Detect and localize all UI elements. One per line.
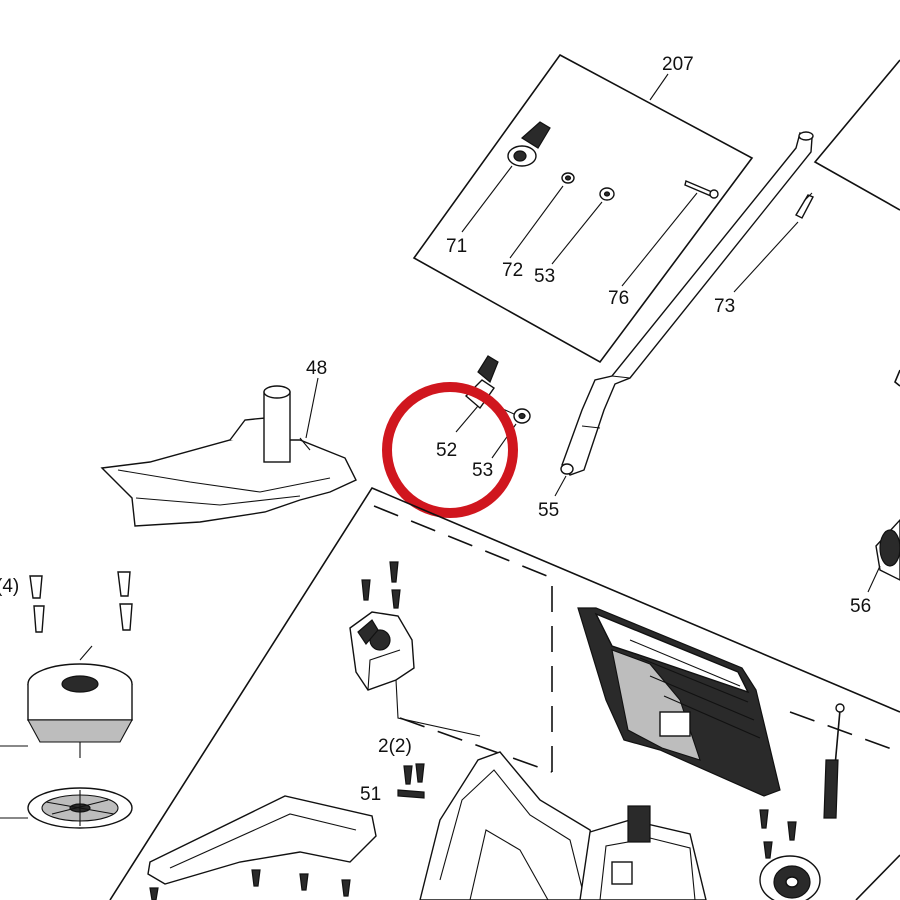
frame-outline <box>109 486 900 900</box>
callout-53-kit: 53 <box>534 266 555 287</box>
callout-76: 76 <box>608 288 629 309</box>
callout-71: 71 <box>446 236 467 257</box>
callout-73: 73 <box>714 296 735 317</box>
callout-4: (4) <box>0 576 19 597</box>
part-55-handle-tube <box>560 131 814 476</box>
screws-deck <box>149 869 351 900</box>
highlight-circle <box>382 382 518 518</box>
part-motor <box>27 645 133 758</box>
part-fan <box>27 787 133 829</box>
part-76-pin <box>684 180 719 199</box>
part-48-housing <box>100 385 357 527</box>
screws-2 <box>403 763 425 785</box>
part-main-housing <box>419 751 707 900</box>
part-cover-grid <box>577 607 781 797</box>
part-spring-rod <box>823 703 845 819</box>
callout-51: 51 <box>360 784 381 805</box>
part-72-nut <box>561 172 575 184</box>
part-motor-bracket <box>349 611 415 691</box>
callout-55: 55 <box>538 500 559 521</box>
callout-72: 72 <box>502 260 523 281</box>
bracket-leader <box>395 679 481 737</box>
part-53-washer <box>495 405 531 424</box>
part-71-knob <box>507 121 551 167</box>
callout-48: 48 <box>306 358 327 379</box>
callout-2: 2(2) <box>378 736 412 757</box>
screws-bracket <box>361 561 401 609</box>
callout-207: 207 <box>662 54 694 75</box>
screws-left <box>29 571 133 633</box>
panel-right-corner <box>813 59 900 387</box>
part-deck-plate <box>147 795 377 900</box>
callout-52: 52 <box>436 440 457 461</box>
part-56-wheel <box>875 518 900 581</box>
part-73-rod <box>795 192 814 219</box>
part-51-pin <box>397 789 425 799</box>
part-wheel-lower-right <box>759 809 821 900</box>
kit-box-207: 207 71 72 53 76 <box>412 53 754 364</box>
callout-56: 56 <box>850 596 871 617</box>
part-53-washer-kit <box>599 187 615 201</box>
callout-53: 53 <box>472 460 493 481</box>
